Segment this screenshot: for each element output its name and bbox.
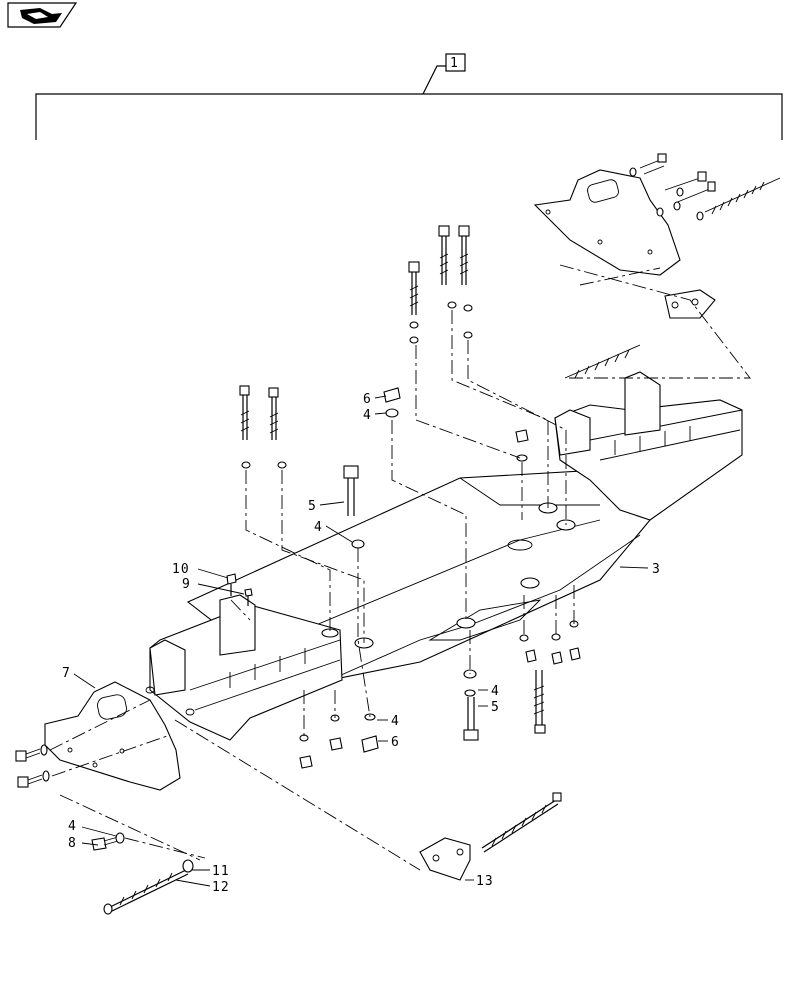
book-arrow-icon[interactable] [7, 2, 78, 28]
callout-11: 11 [212, 864, 230, 879]
callout-13: 13 [476, 874, 494, 889]
callout-8: 8 [68, 836, 77, 851]
assembly-label: 1 [450, 56, 459, 71]
screws-9-10 [226, 573, 253, 606]
plate-bolts-left [15, 744, 194, 915]
callout-6-lower: 6 [391, 735, 400, 750]
callout-4-left: 4 [68, 819, 77, 834]
side-weight-plate-right [533, 169, 681, 276]
plate-bolts-right [629, 153, 781, 221]
callout-5-lower: 5 [491, 700, 500, 715]
callout-12: 12 [212, 880, 230, 895]
callout-4-mid: 4 [314, 520, 323, 535]
assembly-centerlines [49, 264, 751, 871]
upper-right-bracket [564, 289, 716, 379]
callout-9: 9 [182, 577, 191, 592]
callout-4-lower-right: 4 [491, 684, 500, 699]
callout-7: 7 [62, 666, 71, 681]
bolt-5-upper [343, 387, 529, 549]
callout-5-upper: 5 [308, 499, 317, 514]
mounting-bracket-13 [419, 792, 562, 881]
callout-10: 10 [172, 562, 190, 577]
long-bolts-upper [239, 225, 473, 469]
callout-6-upper: 6 [363, 392, 372, 407]
callout-4-upper: 4 [363, 408, 372, 423]
weight-carrier-frame [145, 371, 743, 741]
callout-4-lower: 4 [391, 714, 400, 729]
assembly-bracket: 1 [35, 53, 783, 140]
callout-3: 3 [652, 562, 661, 577]
callout-leaders [73, 395, 649, 887]
